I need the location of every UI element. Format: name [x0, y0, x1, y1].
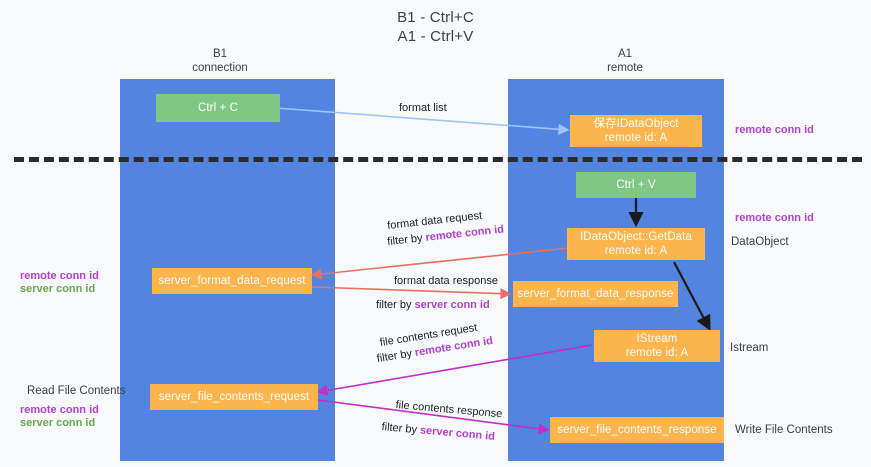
node-server-format-data-request-label: server_format_data_request — [158, 275, 306, 287]
node-istream[interactable]: IStream remote id: A — [594, 330, 720, 362]
node-getdata-subtitle: remote id: A — [604, 245, 668, 257]
side-label-remote-conn-id-mid: remote conn id — [735, 212, 814, 224]
node-ctrl-v-label: Ctrl + V — [616, 179, 656, 191]
edge-format-data-response — [311, 286, 512, 300]
node-ctrl-c-label: Ctrl + C — [197, 102, 239, 114]
side-label-remote-conn-id-left-2: remote conn id — [20, 404, 99, 416]
edge-label-file-contents-response-filter: filter by server conn id — [381, 420, 496, 444]
edge-label-format-list: format list — [399, 102, 447, 114]
edge-label-format-data-response-filter: filter by server conn id — [376, 298, 490, 312]
node-save-dataobject-subtitle: remote id: A — [604, 132, 668, 144]
column-header-a1: A1 remote — [550, 48, 700, 75]
filter-prefix-4: filter by — [381, 421, 421, 437]
column-header-a1-sub: remote — [607, 61, 643, 74]
column-header-b1-sub: connection — [192, 61, 248, 74]
node-idataobject-getdata[interactable]: IDataObject::GetData remote id: A — [567, 228, 705, 260]
phase-divider — [14, 157, 862, 162]
node-ctrl-c[interactable]: Ctrl + C — [156, 94, 280, 122]
side-label-remote-conn-id-top: remote conn id — [735, 124, 814, 136]
side-label-read-file-contents: Read File Contents — [27, 385, 126, 397]
edge-label-file-contents-response: file contents response — [395, 399, 503, 421]
column-header-a1-name: A1 — [617, 48, 633, 60]
column-header-b1-name: B1 — [212, 48, 228, 60]
node-save-dataobject[interactable]: 保存IDataObject remote id: A — [570, 115, 702, 147]
side-label-server-conn-id-left-1: server conn id — [20, 283, 96, 295]
diagram-title: B1 - Ctrl+C A1 - Ctrl+V — [0, 8, 871, 46]
side-label-remote-conn-id-left-1: remote conn id — [20, 270, 99, 282]
node-istream-title: IStream — [636, 333, 678, 345]
node-getdata-title: IDataObject::GetData — [580, 231, 692, 243]
filter-key-server-conn-id-1: server conn id — [414, 299, 490, 311]
title-line-2: A1 - Ctrl+V — [397, 28, 474, 45]
node-ctrl-v[interactable]: Ctrl + V — [576, 172, 696, 198]
filter-prefix-1: filter by — [386, 231, 427, 249]
title-line-1: B1 - Ctrl+C — [397, 9, 474, 26]
node-server-file-contents-request-label: server_file_contents_request — [158, 391, 310, 403]
node-server-format-data-response[interactable]: server_format_data_response — [513, 281, 678, 307]
node-server-format-data-request[interactable]: server_format_data_request — [152, 268, 312, 294]
edge-label-format-data-response: format data response — [394, 275, 498, 287]
node-server-file-contents-request[interactable]: server_file_contents_request — [150, 384, 318, 410]
side-label-istream: Istream — [730, 342, 769, 354]
node-server-file-contents-response[interactable]: server_file_contents_response — [550, 417, 724, 443]
node-server-format-data-response-label: server_format_data_response — [517, 288, 674, 300]
node-save-dataobject-title: 保存IDataObject — [593, 118, 679, 130]
side-label-server-conn-id-left-2: server conn id — [20, 417, 96, 429]
node-server-file-contents-response-label: server_file_contents_response — [557, 424, 717, 436]
column-header-b1: B1 connection — [145, 48, 295, 75]
filter-key-server-conn-id-2: server conn id — [419, 424, 496, 443]
side-label-dataobject: DataObject — [731, 236, 789, 248]
node-istream-subtitle: remote id: A — [625, 347, 689, 359]
filter-prefix-2: filter by — [376, 299, 415, 311]
side-label-write-file-contents: Write File Contents — [735, 424, 833, 436]
